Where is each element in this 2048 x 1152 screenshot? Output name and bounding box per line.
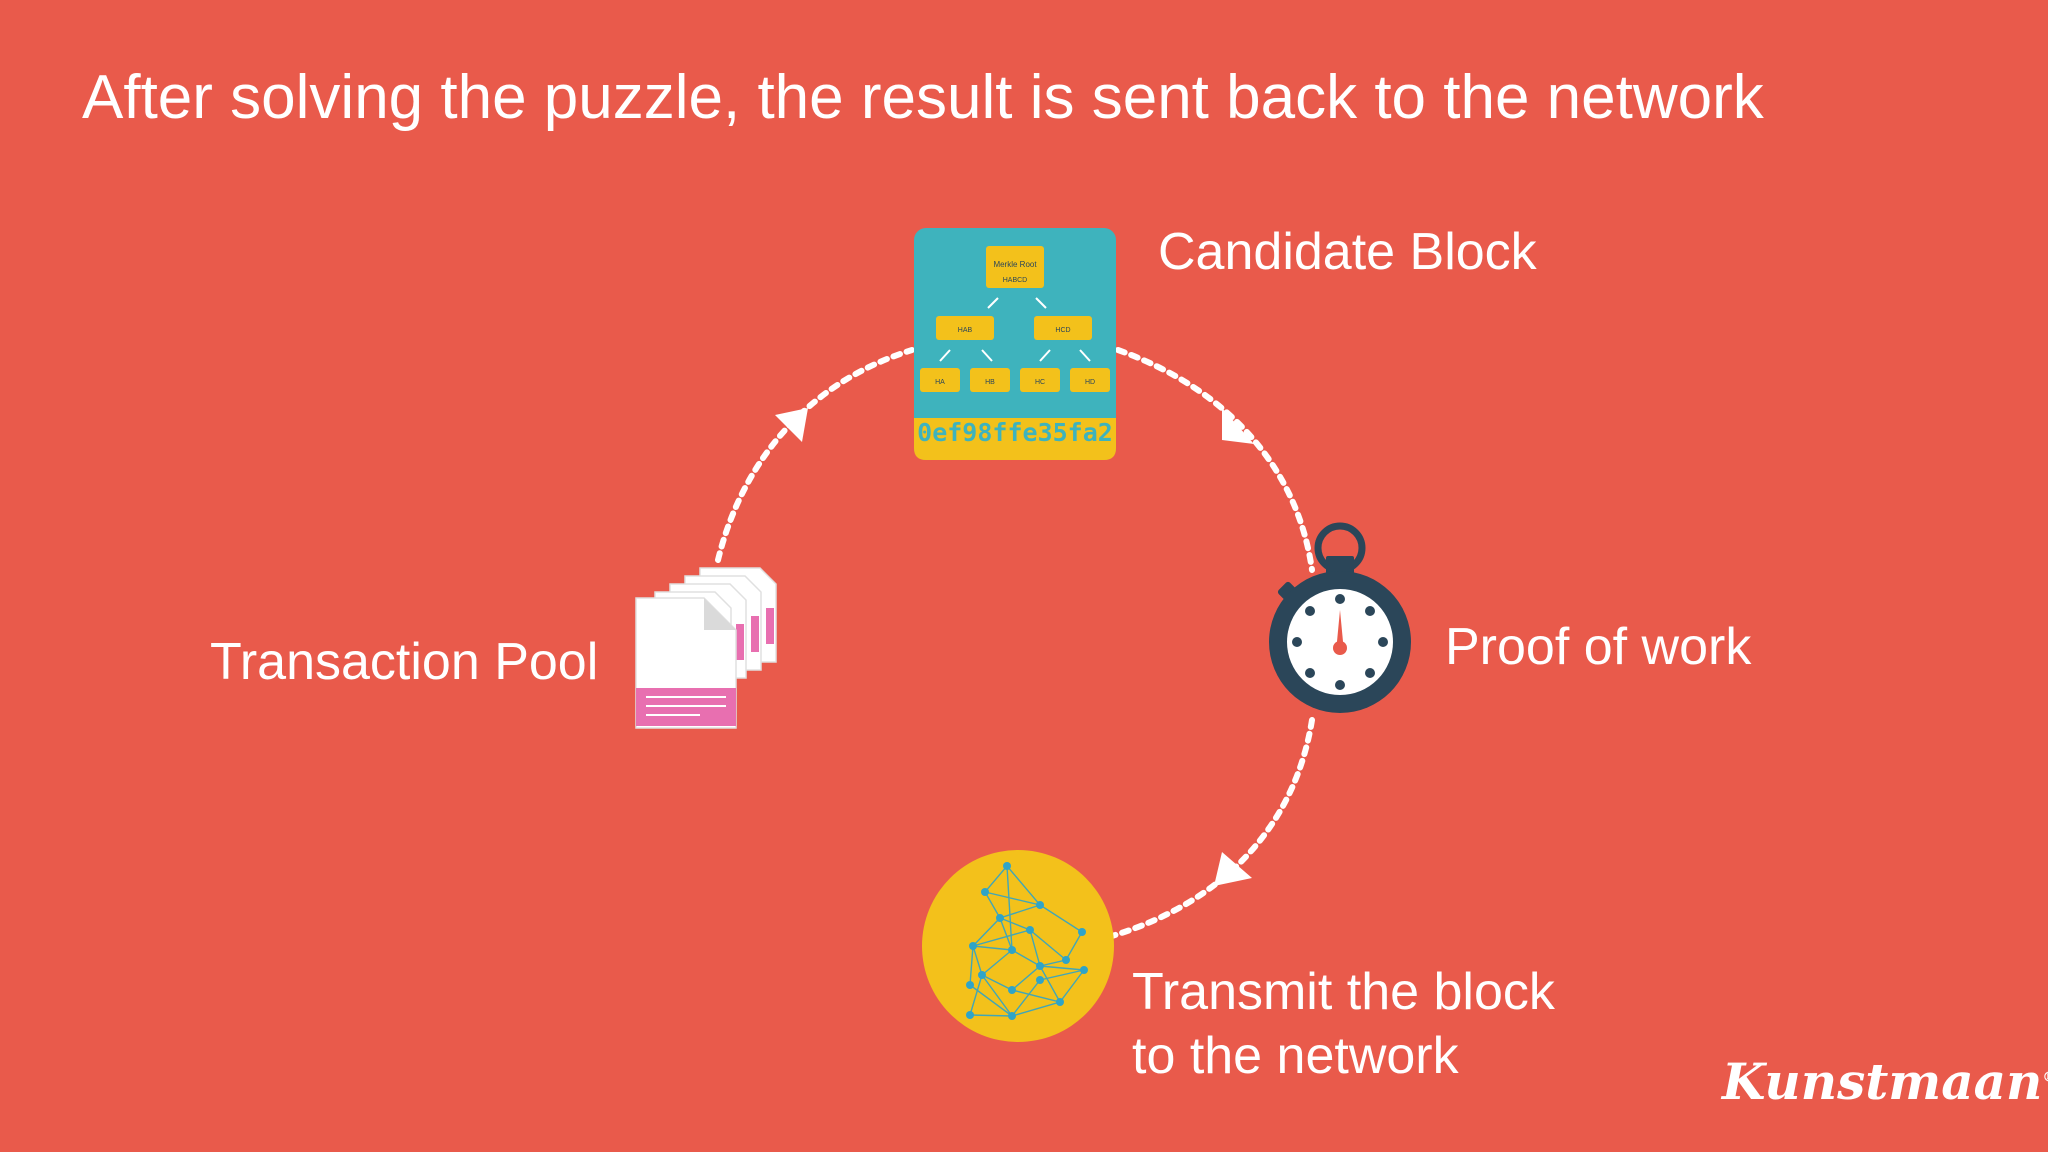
candidate-block-label: Candidate Block <box>1158 223 1537 281</box>
block-hash-value: 0ef98ffe35fa2 <box>917 418 1113 447</box>
merkle-root-label: Merkle Root <box>993 260 1037 269</box>
hash-d-label: HD <box>1085 379 1095 386</box>
stopwatch-icon <box>1269 522 1411 713</box>
proof-of-work-label: Proof of work <box>1445 618 1752 676</box>
cycle-arcs <box>715 347 1315 939</box>
hash-cd-label: HCD <box>1055 327 1070 334</box>
transmit-label-line1: Transmit the block <box>1132 963 1555 1021</box>
hash-c-label: HC <box>1035 379 1045 386</box>
hash-b-label: HB <box>985 379 995 386</box>
arrow-icon <box>775 408 808 442</box>
transmit-label-line2: to the network <box>1132 1027 1459 1085</box>
bitcoin-network-icon <box>922 850 1114 1042</box>
hash-ab-label: HAB <box>958 327 973 334</box>
arrow-icon <box>1222 408 1254 444</box>
arc-block-to-pow <box>1115 347 1315 573</box>
registered-mark: ® <box>2042 1069 2048 1085</box>
arc-pool-to-block <box>715 347 915 563</box>
slide-title: After solving the puzzle, the result is … <box>82 63 1764 132</box>
kunstmaan-logo: Kunstmaan® <box>1722 1052 2048 1111</box>
logo-text: Kunstmaan <box>1722 1052 2043 1111</box>
merkle-block-icon: Merkle Root HABCD HAB HCD HA HB HC HD <box>914 228 1116 460</box>
arrow-icon <box>1214 852 1252 886</box>
root-hash-label: HABCD <box>1003 277 1028 284</box>
arc-pow-to-transmit <box>1109 717 1315 939</box>
hash-a-label: HA <box>935 379 945 386</box>
transaction-pool-label: Transaction Pool <box>210 633 599 691</box>
documents-stack-icon <box>635 567 777 729</box>
